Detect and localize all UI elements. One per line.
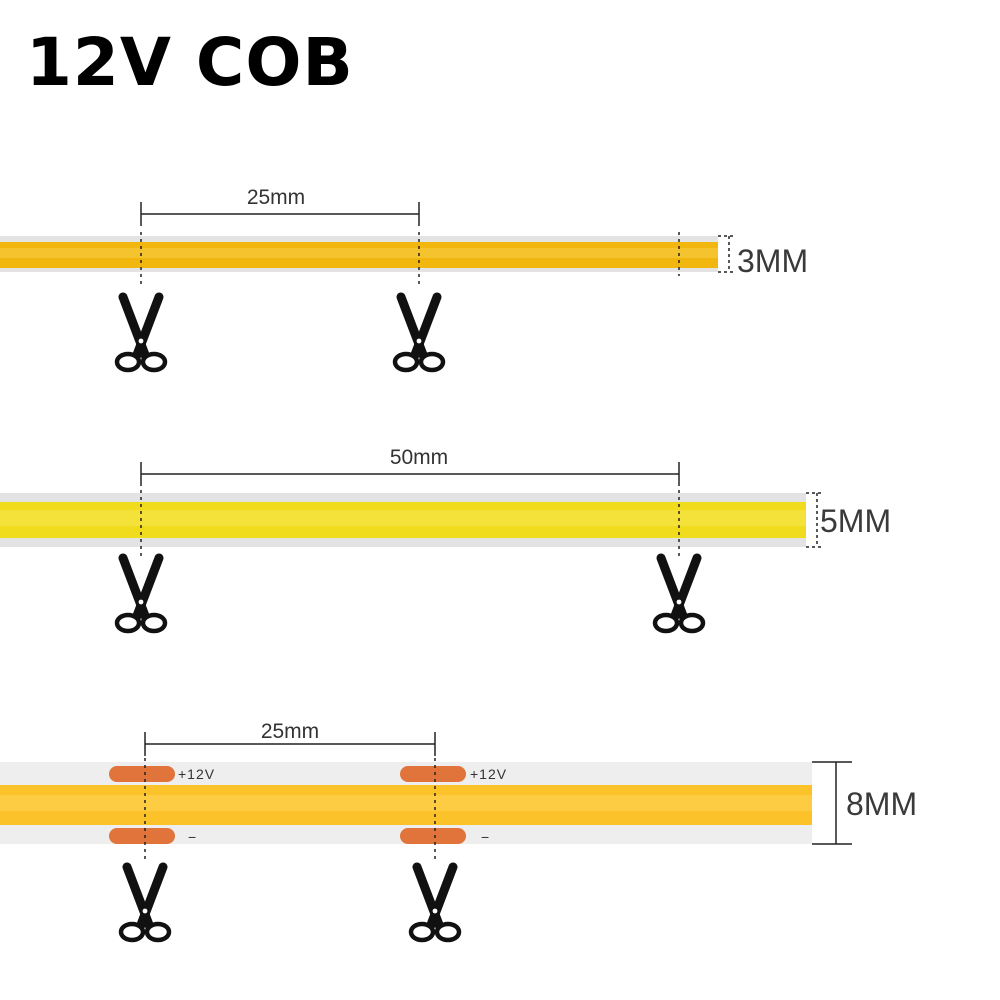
page-title: 12V COB — [26, 24, 354, 101]
pad-positive-label: +12V — [470, 766, 507, 782]
pad-negative-label: − — [481, 829, 490, 845]
strip-5mm-led-highlight — [0, 510, 806, 526]
strip-5mm-width-label: 5MM — [820, 503, 891, 539]
strip-8mm-width-marker — [812, 761, 852, 845]
scissors-icon — [121, 867, 169, 940]
scissors-icon — [655, 558, 703, 631]
strip-8mm: 25mm +12V +12V − − 8MM — [0, 720, 917, 940]
strip-3mm-spacing-label: 25mm — [247, 186, 305, 209]
strip-3mm-cut-marks — [140, 232, 680, 288]
strip-8mm-spacing-label: 25mm — [261, 720, 319, 743]
strip-8mm-cut-marks — [144, 758, 436, 862]
strip-8mm-dimension: 25mm — [144, 720, 436, 756]
copper-pad-negative — [109, 828, 175, 844]
copper-pad-positive — [400, 766, 466, 782]
copper-pad-negative — [400, 828, 466, 844]
strip-8mm-width-label: 8MM — [846, 786, 917, 822]
copper-pads — [109, 766, 466, 844]
strip-3mm-dimension: 25mm — [140, 186, 420, 226]
strip-3mm: 25mm 3MM — [0, 186, 808, 370]
strip-8mm-led-highlight — [0, 795, 812, 811]
scissors-icon — [117, 297, 165, 370]
strip-3mm-led-highlight — [0, 248, 718, 258]
strip-5mm-dimension: 50mm — [140, 446, 680, 486]
strip-5mm-spacing-label: 50mm — [390, 446, 448, 469]
strip-3mm-width-label: 3MM — [737, 243, 808, 279]
scissors-icon — [411, 867, 459, 940]
strip-3mm-width-marker — [718, 235, 734, 273]
strip-5mm-width-marker — [806, 492, 822, 548]
copper-pad-positive — [109, 766, 175, 782]
pad-positive-label: +12V — [178, 766, 215, 782]
scissors-icon — [395, 297, 443, 370]
strip-5mm: 50mm 5MM — [0, 446, 891, 631]
scissors-icon — [117, 558, 165, 631]
pad-negative-label: − — [188, 829, 197, 845]
